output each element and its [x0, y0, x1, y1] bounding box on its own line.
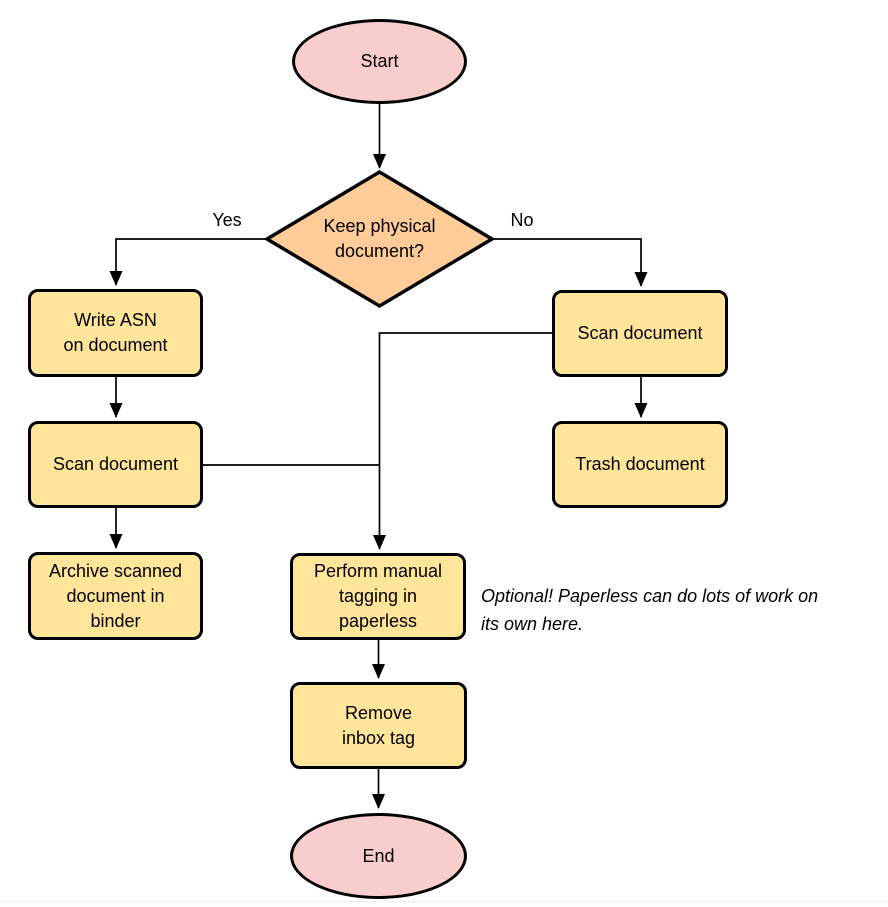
- node-archive-binder: Archive scanned document in binder: [28, 552, 203, 640]
- node-manual-tagging-label: Perform manual tagging in paperless: [313, 561, 443, 631]
- node-start-label: Start: [360, 51, 399, 71]
- edge-yes-decision-to-write-asn: [109, 238, 267, 286]
- node-end: End: [290, 813, 467, 899]
- node-write-asn: Write ASN on document: [28, 289, 203, 377]
- node-remove-inbox-tag: Remove inbox tag: [290, 682, 467, 769]
- node-end-label: End: [362, 845, 395, 866]
- optional-note: Optional! Paperless can do lots of work …: [481, 586, 819, 634]
- node-decision: Keep physical document?: [267, 172, 492, 306]
- edge-label-yes: Yes: [212, 210, 242, 230]
- decision-diamond-shape: [263, 169, 496, 309]
- node-scan-document-right: Scan document: [552, 290, 728, 377]
- edge-scan-right-to-tagging: [373, 332, 552, 550]
- node-remove-inbox-tag-label: Remove inbox tag: [341, 702, 416, 748]
- node-write-asn-label: Write ASN on document: [63, 310, 168, 355]
- node-scan-document-left-label: Scan document: [52, 454, 179, 474]
- node-trash-document-label: Trash document: [575, 454, 705, 474]
- node-decision-label: Keep physical document?: [323, 216, 436, 261]
- node-scan-document-right-label: Scan document: [577, 323, 703, 343]
- node-trash-document: Trash document: [552, 421, 728, 508]
- node-scan-document-left: Scan document: [28, 421, 203, 508]
- node-start: Start: [292, 19, 467, 104]
- edge-label-no: No: [510, 210, 534, 230]
- bottom-separator: [0, 901, 888, 907]
- edge-no-decision-to-scan-right: [492, 238, 648, 287]
- node-archive-binder-label: Archive scanned document in binder: [48, 560, 183, 631]
- node-manual-tagging: Perform manual tagging in paperless: [290, 553, 466, 640]
